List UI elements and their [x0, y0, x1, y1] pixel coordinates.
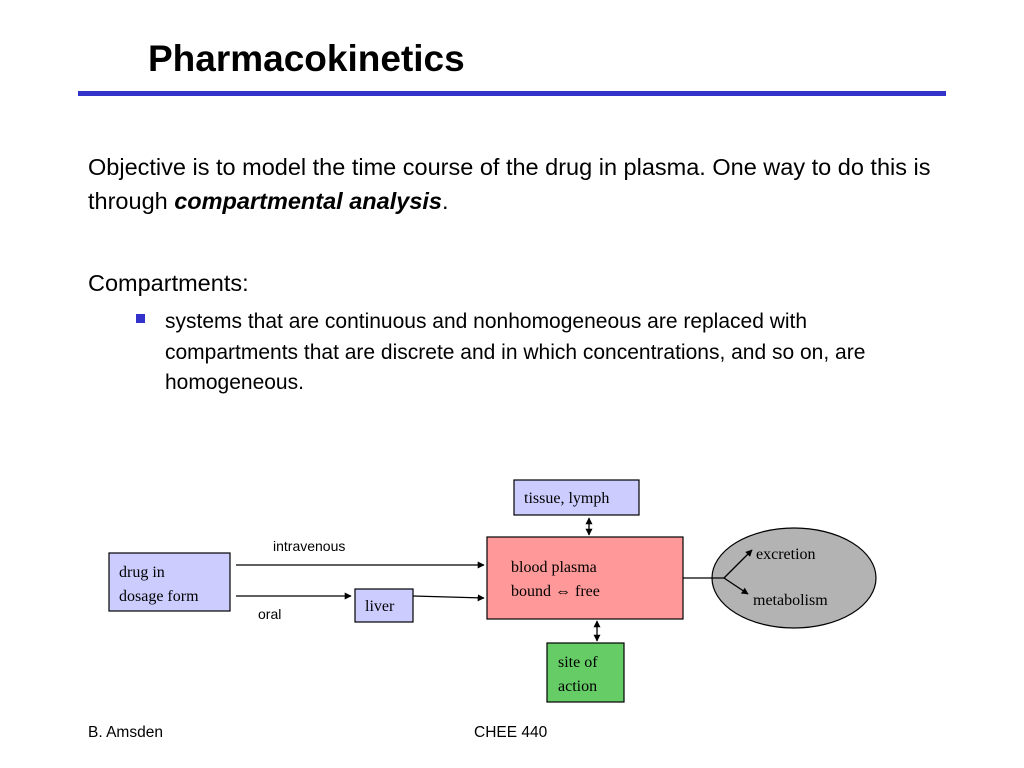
tissue-lymph-box [513, 479, 640, 516]
site-label-line2: action [558, 678, 597, 695]
intravenous-label: intravenous [273, 538, 345, 554]
compartments-heading: Compartments: [88, 270, 249, 296]
excretion-label: excretion [756, 546, 816, 563]
compartmental-analysis-emphasis: compartmental analysis [174, 188, 442, 214]
drug-dosage-form-box [108, 552, 231, 612]
metabolism-arrow [723, 577, 749, 595]
liver-label: liver [365, 598, 395, 615]
footer-author: B. Amsden [88, 724, 163, 741]
liver-to-plasma-arrow [412, 594, 485, 602]
objective-paragraph: Objective is to model the time course of… [88, 150, 938, 218]
site-label-line1: site of [558, 654, 598, 671]
oral-label: oral [258, 606, 281, 622]
blood-plasma-box [486, 536, 684, 620]
footer-course: CHEE 440 [474, 724, 548, 741]
elimination-ellipse [711, 527, 877, 629]
drug-label-line1: drug in [119, 564, 165, 581]
equilibrium-icon: ⇔ [555, 583, 571, 600]
free-text: free [571, 583, 600, 600]
tissue-lymph-label: tissue, lymph [524, 490, 609, 507]
bound-text: bound [511, 583, 555, 600]
slide-title: Pharmacokinetics [148, 38, 465, 79]
blood-plasma-label: blood plasma [511, 559, 597, 576]
liver-box [354, 588, 414, 623]
bullet-item: systems that are continuous and nonhomog… [165, 310, 866, 394]
title-rule [78, 91, 946, 96]
bound-free-label: bound ⇔ free [511, 583, 600, 600]
site-of-action-box [546, 642, 625, 703]
drug-label-line2: dosage form [119, 588, 199, 605]
excretion-arrow [723, 549, 753, 579]
bullet-square-icon [136, 314, 145, 323]
objective-text: Objective is to model the time course of… [88, 154, 931, 214]
objective-period: . [441, 188, 449, 214]
metabolism-label: metabolism [753, 592, 828, 609]
